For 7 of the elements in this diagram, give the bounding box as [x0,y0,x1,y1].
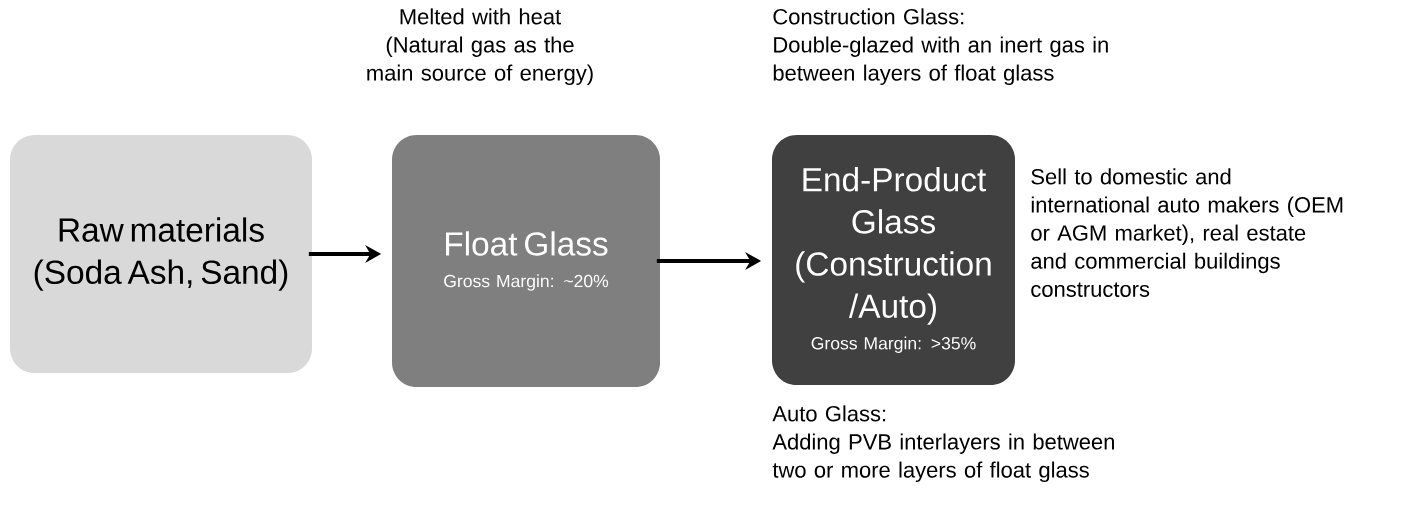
annotation-text: Construction Glass: Double-glazed with an inert gas in between layers of float glass [773,8,1108,86]
process-box: End-Product Glass (Construction /Auto) Gross Margin: >35% [772,135,1015,385]
annotation-text: Auto Glass: Adding PVB interlayers in between two or more layers of float glass [772,405,1114,483]
annotation-text: Melted with heat (Natural gas as the main source of energy) [367,8,593,86]
process-box: Raw materials (Soda Ash, Sand) [10,135,312,373]
annotation-text: Sell to domestic and international auto makers (OEM or AGM market), real estate and commercial buildings constructors [1031,168,1343,297]
process-box: Float Glass Gross Margin: ~20% [392,135,660,387]
